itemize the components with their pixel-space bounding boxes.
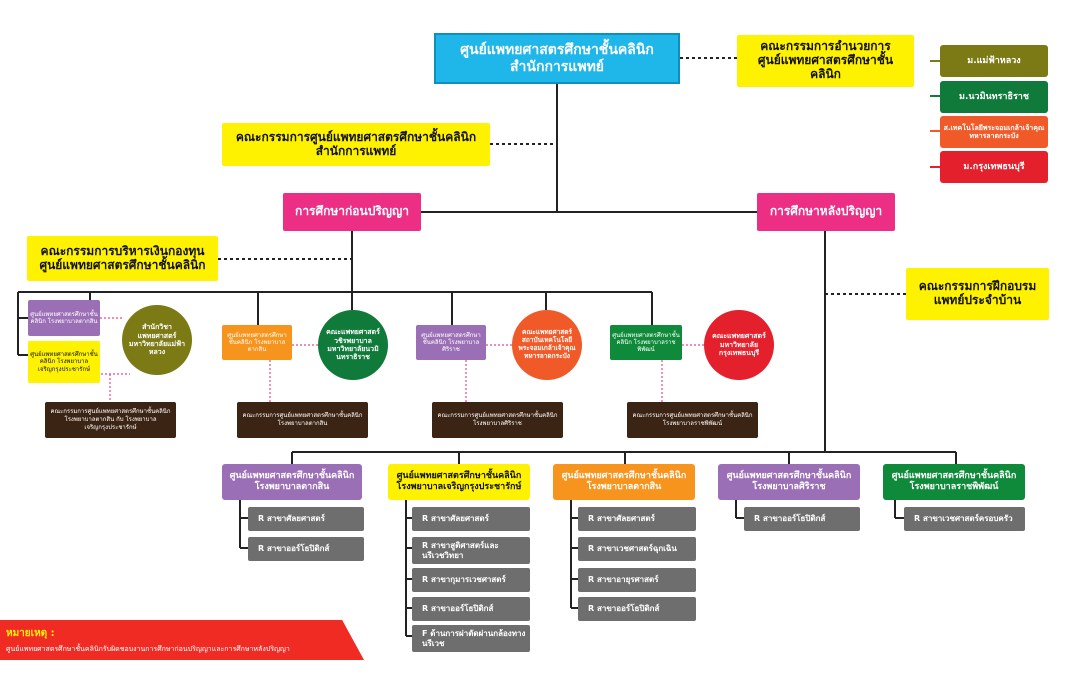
legend-kmitl: ส.เทคโนโลยีพระจอมเกล้าเจ้าคุณทหารลาดกระบ…: [940, 116, 1048, 148]
pg-center-5: ศูนย์แพทยศาสตรศึกษาชั้นคลินิก โรงพยาบาลร…: [883, 464, 1025, 500]
fund-committee: คณะกรรมการบริหารเงินกองทุน ศูนย์แพทยศาสต…: [27, 236, 218, 281]
pg1-item: R สาขาออร์โธปิดิกส์: [248, 537, 364, 561]
ug2-center: ศูนย์แพทยศาสตรศึกษาชั้นคลินิก โรงพยาบาลต…: [222, 325, 292, 360]
ug2-committee: คณะกรรมการศูนย์แพทยศาสตรศึกษาชั้นคลินิก …: [237, 402, 368, 438]
ug1-center-b: ศูนย์แพทยศาสตรศึกษาชั้นคลินิก โรงพยาบาลเ…: [28, 341, 100, 383]
residency-committee: คณะกรรมการฝึกอบรม แพทย์ประจำบ้าน: [906, 268, 1049, 320]
ug3-center: ศูนย์แพทยศาสตรศึกษาชั้นคลินิก โรงพยาบาลศ…: [416, 325, 486, 360]
ug2-university: คณะแพทยศาสตร์วชิรพยาบาล มหาวิทยาลัยนวมิน…: [318, 310, 388, 380]
legend-bkkthon: ม.กรุงเทพธนบุรี: [940, 151, 1048, 183]
pg1-item: R สาขาศัลยศาสตร์: [248, 507, 364, 531]
pg-center-1: ศูนย์แพทยศาสตรศึกษาชั้นคลินิก โรงพยาบาลต…: [222, 464, 362, 500]
undergrad-branch: การศึกษาก่อนปริญญา: [283, 193, 421, 231]
ug4-university: คณะแพทยศาสตร์ มหาวิทยาลัยกรุงเทพธนบุรี: [704, 310, 774, 380]
top-title: ศูนย์แพทยศาสตรศึกษาชั้นคลินิก สำนักการแพ…: [434, 33, 680, 84]
postgrad-branch: การศึกษาหลังปริญญา: [757, 193, 895, 231]
coordinating-committee: คณะกรรมการอำนวยการ ศูนย์แพทยศาสตรศึกษาชั…: [737, 35, 914, 87]
center-committee: คณะกรรมการศูนย์แพทยศาสตรศึกษาชั้นคลินิก …: [222, 123, 490, 166]
pg2-item: F ด้านการผ่าตัดผ่านกล้องทางนรีเวช: [412, 625, 530, 652]
ug4-committee: คณะกรรมการศูนย์แพทยศาสตรศึกษาชั้นคลินิก …: [627, 402, 758, 438]
footnote-text: ศูนย์แพทยศาสตรศึกษาชั้นคลินิกรับผิดชอบงา…: [6, 645, 290, 653]
legend-nmu: ม.นวมินทราธิราช: [940, 81, 1048, 113]
pg5-item: R สาขาเวชศาสตร์ครอบครัว: [904, 507, 1025, 531]
pg4-item: R สาขาออร์โธปิดิกส์: [744, 507, 860, 531]
legend-mfu: ม.แม่ฟ้าหลวง: [940, 45, 1048, 77]
ug1-committee: คณะกรรมการศูนย์แพทยศาสตรศึกษาชั้นคลินิก …: [45, 402, 176, 438]
footnote: หมายเหตุ : ศูนย์แพทยศาสตรศึกษาชั้นคลินิก…: [0, 620, 364, 660]
pg-center-3: ศูนย์แพทยศาสตรศึกษาชั้นคลินิก โรงพยาบาลต…: [553, 464, 695, 500]
pg3-item: R สาขาศัลยศาสตร์: [578, 507, 696, 531]
ug3-university: คณะแพทยศาสตร์ สถาบันเทคโนโลยีพระจอมเกล้า…: [512, 310, 582, 380]
pg2-item: R สาขาออร์โธปิดิกส์: [412, 597, 530, 621]
pg2-item: R สาขาศัลยศาสตร์: [412, 507, 530, 531]
pg2-item: R สาขากุมารเวชศาสตร์: [412, 568, 530, 592]
ug4-center: ศูนย์แพทยศาสตรศึกษาชั้นคลินิก โรงพยาบาลร…: [610, 325, 682, 360]
footnote-title: หมายเหตุ :: [6, 628, 55, 639]
pg3-item: R สาขาอายุรศาสตร์: [578, 568, 696, 592]
ug1-university: สำนักวิชาแพทยศาสตร์ มหาวิทยาลัยแม่ฟ้าหลว…: [122, 305, 192, 375]
pg3-item: R สาขาเวชศาสตร์ฉุกเฉิน: [578, 537, 696, 561]
pg2-item: R สาขาสูติศาสตร์และนรีเวชวิทยา: [412, 537, 530, 564]
pg3-item: R สาขาออร์โธปิดิกส์: [578, 597, 696, 621]
pg-center-4: ศูนย์แพทยศาสตรศึกษาชั้นคลินิก โรงพยาบาลศ…: [718, 464, 860, 500]
pg-center-2: ศูนย์แพทยศาสตรศึกษาชั้นคลินิก โรงพยาบาลเ…: [388, 464, 530, 500]
ug1-center-a: ศูนย์แพทยศาสตรศึกษาชั้นคลินิก โรงพยาบาลต…: [28, 300, 100, 336]
ug3-committee: คณะกรรมการศูนย์แพทยศาสตรศึกษาชั้นคลินิก …: [432, 402, 563, 438]
